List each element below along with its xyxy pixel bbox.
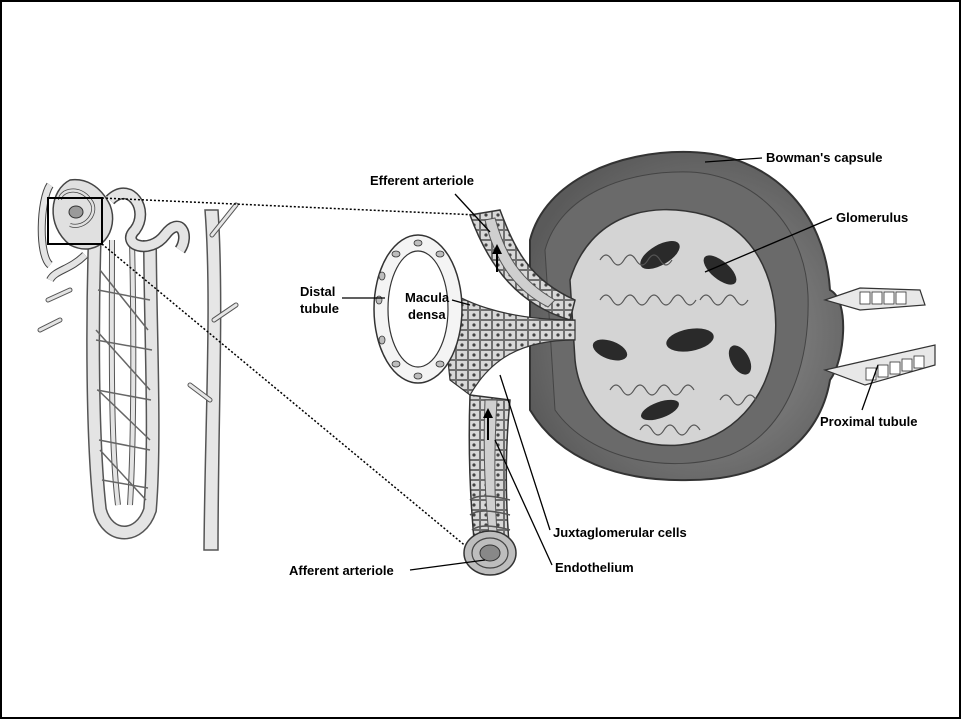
label-juxtaglomerular-cells: Juxtaglomerular cells (553, 525, 687, 540)
afferent-arteriole-shape (464, 395, 516, 575)
label-macula-densa-2: densa (408, 307, 446, 322)
label-efferent-arteriole: Efferent arteriole (370, 173, 474, 188)
label-distal-tubule-2: tubule (300, 301, 339, 316)
label-distal-tubule-1: Distal (300, 284, 335, 299)
nephron-overview (40, 180, 236, 550)
label-endothelium: Endothelium (555, 560, 634, 575)
label-macula-densa-1: Macula (405, 290, 450, 305)
label-proximal-tubule: Proximal tubule (820, 414, 918, 429)
label-glomerulus: Glomerulus (836, 210, 908, 225)
glomerulus-tuft (570, 210, 776, 446)
label-bowmans-capsule: Bowman's capsule (766, 150, 883, 165)
label-afferent-arteriole: Afferent arteriole (289, 563, 394, 578)
